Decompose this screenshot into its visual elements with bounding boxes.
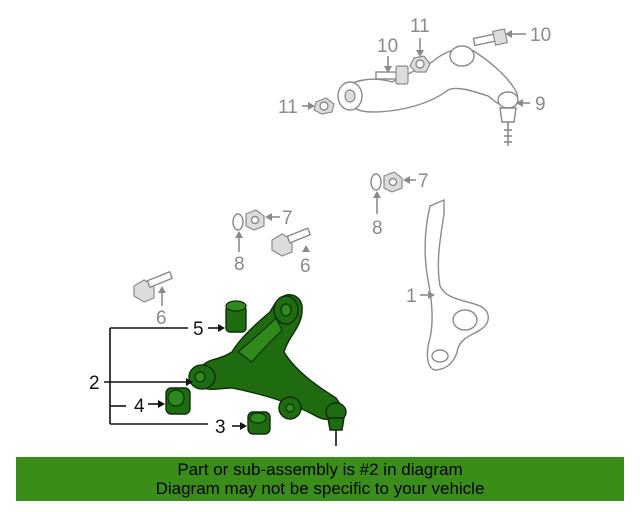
- callout-9: 9: [535, 94, 546, 115]
- bushing-5: [225, 300, 247, 333]
- callout-7-upper: 7: [418, 171, 429, 192]
- callout-2: 2: [89, 373, 100, 394]
- callout-4: 4: [134, 396, 145, 417]
- nut-11-left: [313, 97, 335, 115]
- callout-6-lower: 6: [156, 308, 167, 329]
- bushing-4: [165, 387, 191, 415]
- nut-7-upper: [383, 171, 403, 193]
- callout-3: 3: [215, 417, 226, 438]
- bolt-6-lower: [133, 270, 174, 303]
- washer-8-upper: [370, 173, 382, 191]
- bushing-3: [247, 411, 271, 435]
- bolt-6-middle: [271, 227, 312, 257]
- callout-11-left: 11: [278, 97, 298, 118]
- bolt-10-upper-right: [472, 28, 509, 47]
- steering-knuckle: [424, 198, 489, 371]
- leader-lines-muted: [158, 30, 530, 306]
- washer-8-middle: [232, 213, 244, 231]
- callout-6-middle: 6: [300, 256, 311, 277]
- upper-control-arm: [337, 45, 519, 146]
- nut-11-upper: [409, 55, 431, 73]
- callout-10-middle: 10: [377, 36, 398, 57]
- nut-7-middle: [245, 209, 265, 231]
- banner-line-2: Diagram may not be specific to your vehi…: [155, 479, 485, 498]
- banner-line-1: Part or sub-assembly is #2 in diagram: [177, 460, 463, 479]
- callout-1: 1: [406, 286, 417, 307]
- leader-lines-highlight: [104, 324, 247, 430]
- bolt-10-upper-middle: [375, 65, 409, 85]
- callout-8-middle: 8: [234, 254, 245, 275]
- lower-control-arm: [188, 294, 347, 446]
- notice-banner: Part or sub-assembly is #2 in diagram Di…: [16, 457, 624, 501]
- callout-11-upper: 11: [410, 16, 430, 37]
- callout-7-middle: 7: [282, 208, 293, 229]
- callout-5: 5: [193, 319, 204, 340]
- callout-8-upper: 8: [372, 218, 383, 239]
- callout-10-right: 10: [530, 25, 551, 46]
